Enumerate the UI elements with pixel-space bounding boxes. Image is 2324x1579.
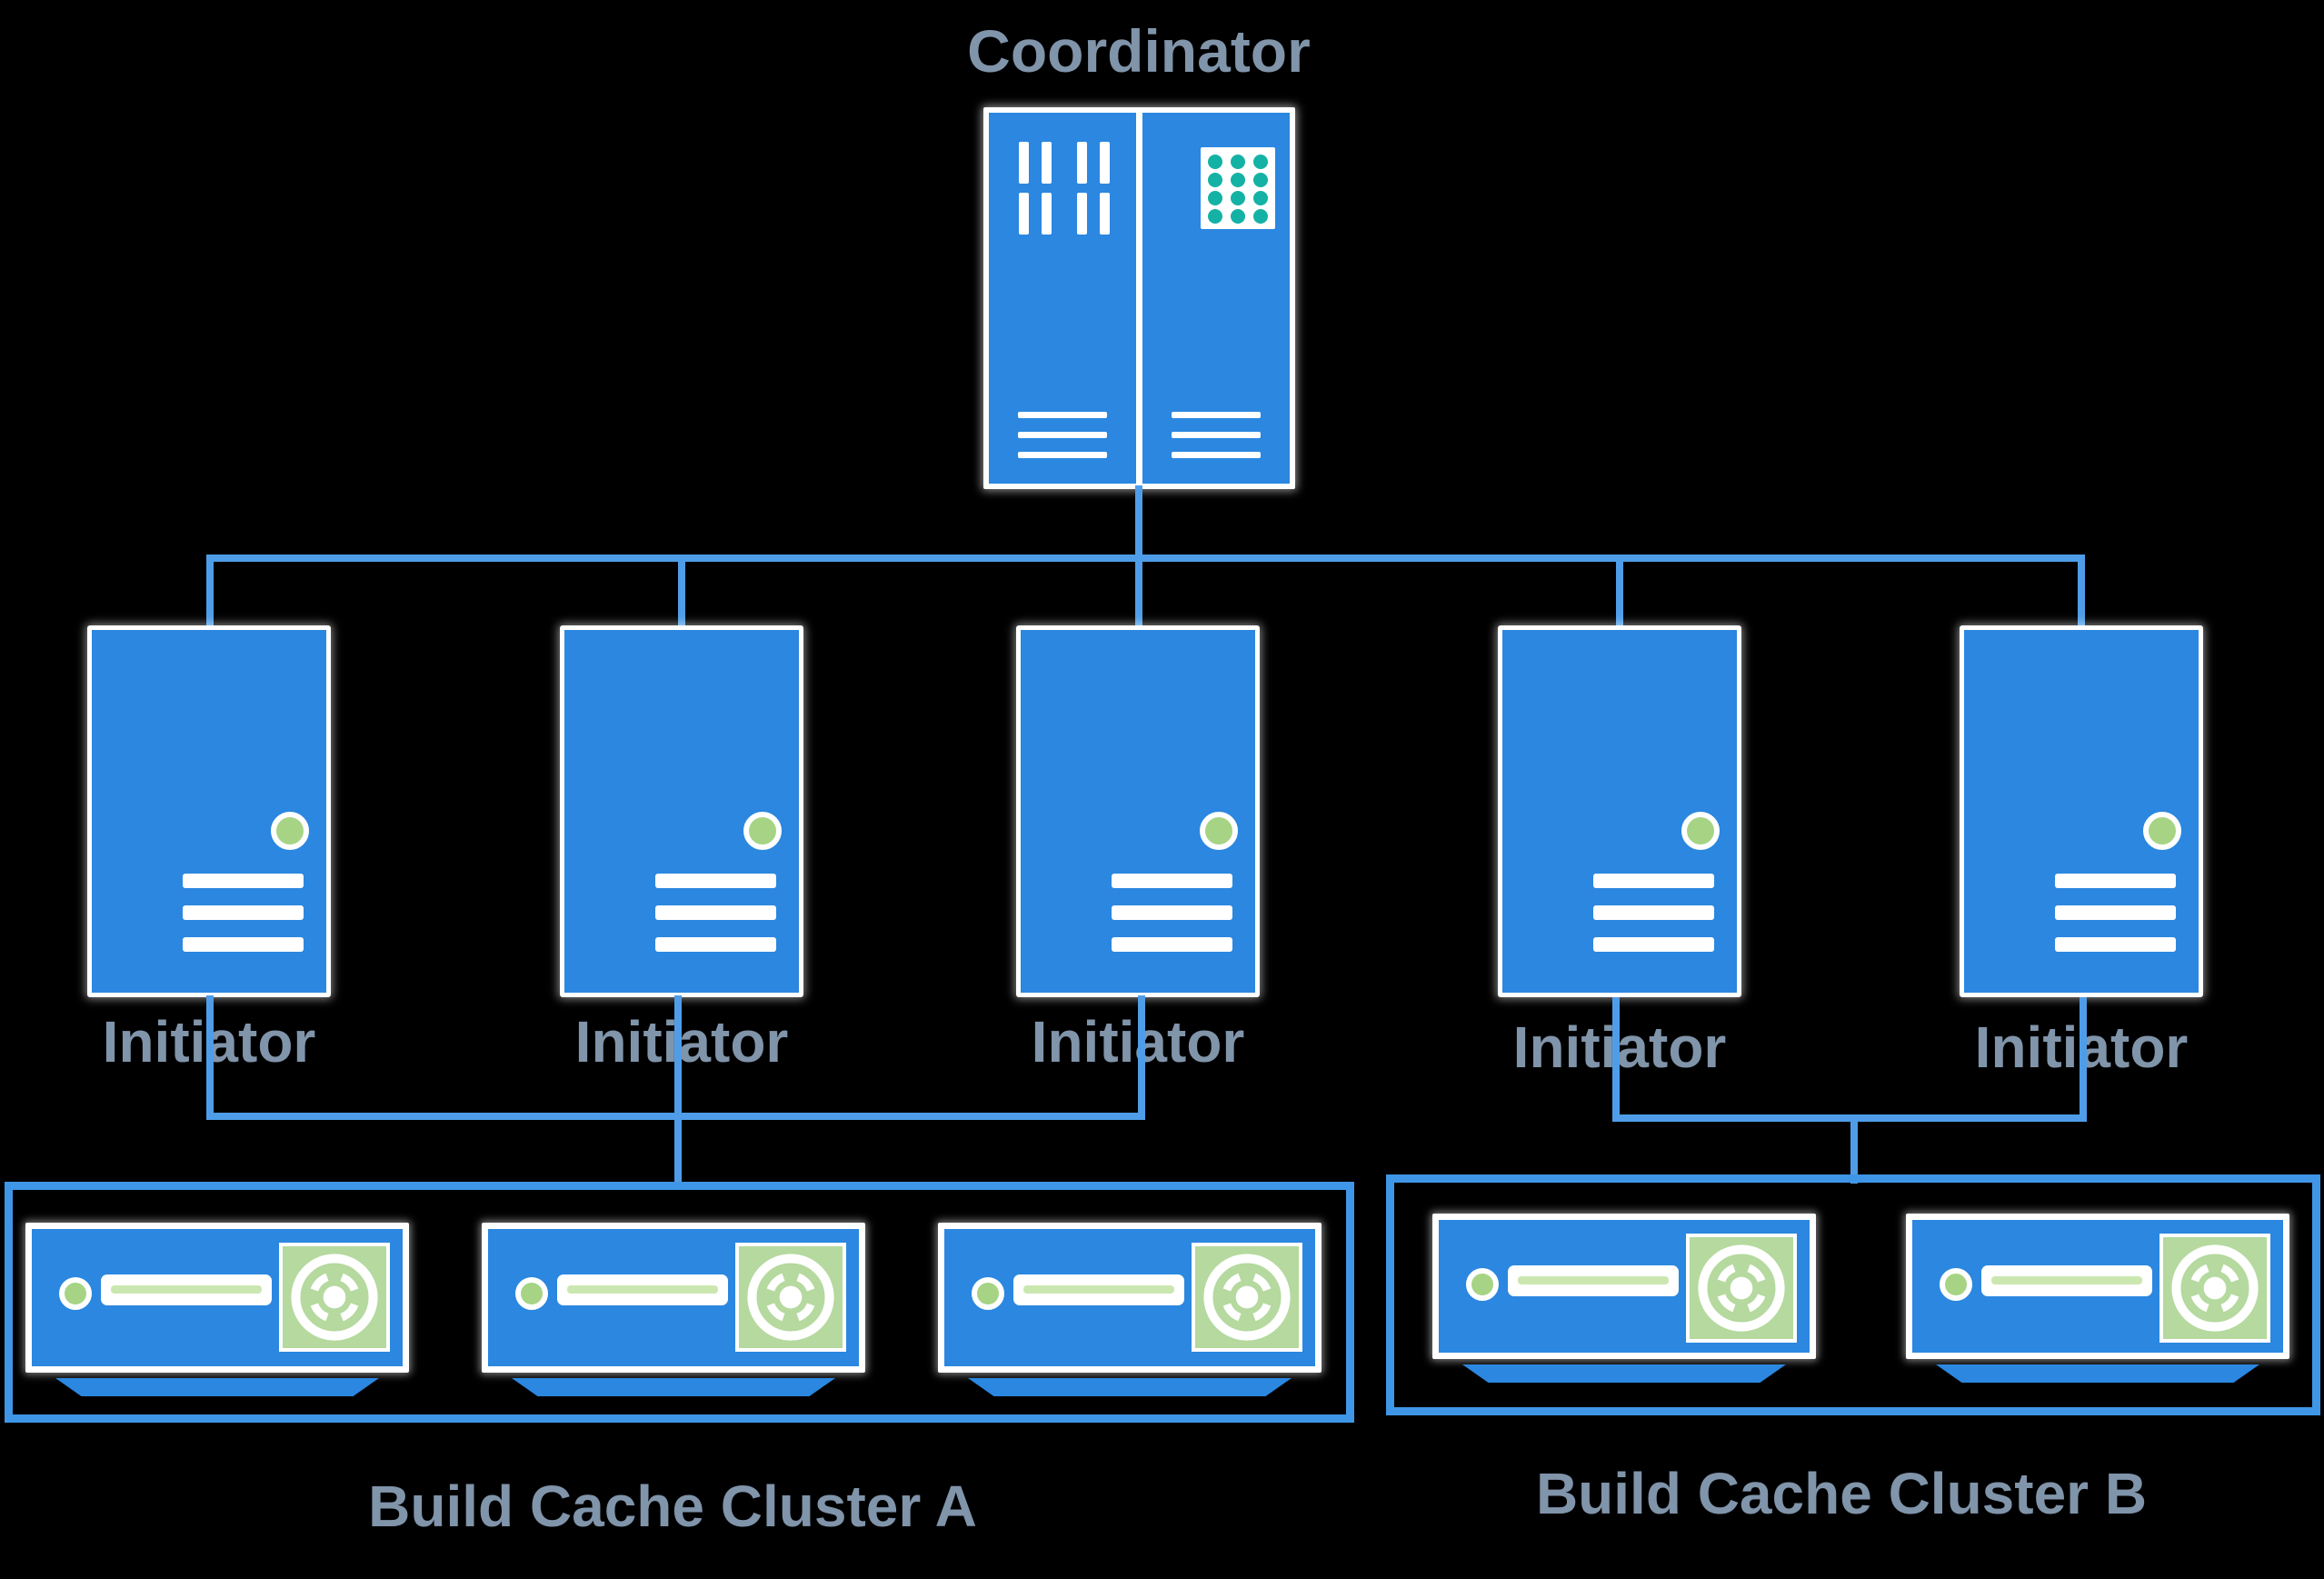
initiator-2-drop-line — [678, 555, 685, 631]
initiator-5-drop-line — [2078, 555, 2085, 631]
device-base — [1936, 1364, 2259, 1383]
tower-vent-lines — [655, 874, 776, 952]
led-icon — [1200, 812, 1238, 850]
vent-slots-icon — [1019, 193, 1110, 235]
drive-slot — [101, 1274, 272, 1305]
cache-appliance-icon — [938, 1223, 1322, 1396]
drive-slot — [1508, 1265, 1679, 1296]
led-icon — [743, 812, 782, 850]
drive-slot — [1981, 1265, 2152, 1296]
server-tower-icon — [1498, 625, 1741, 997]
server-tower-icon — [1016, 625, 1260, 997]
tower-vent-lines — [1593, 874, 1714, 952]
led-icon — [515, 1277, 548, 1310]
cache-appliance-icon — [482, 1223, 865, 1396]
cluster-a-connector-line — [206, 1113, 1145, 1120]
cache-appliance-icon — [1432, 1214, 1816, 1383]
led-icon — [972, 1277, 1004, 1310]
device-base — [512, 1378, 835, 1396]
led-icon — [1681, 812, 1720, 850]
rack-vent-lines — [1172, 412, 1261, 458]
led-icon — [271, 812, 309, 850]
cluster-b-connector-line — [1612, 1114, 2087, 1122]
bus-line — [206, 555, 2081, 562]
initiator-2-label: Initiator — [574, 1009, 789, 1074]
fan-icon — [279, 1243, 390, 1352]
server-tower-icon — [560, 625, 803, 997]
vent-slots-icon — [1019, 142, 1110, 184]
rack-vent-lines — [1018, 412, 1107, 458]
fan-icon — [1192, 1243, 1302, 1352]
server-tower-icon — [87, 625, 331, 997]
fan-icon — [2159, 1234, 2270, 1343]
tower-vent-lines — [2055, 874, 2176, 952]
rack-left-panel — [989, 113, 1136, 484]
led-icon — [1466, 1268, 1499, 1301]
device-base — [968, 1378, 1292, 1396]
cluster-b-drop-line — [1850, 1114, 1858, 1184]
server-rack-icon — [983, 107, 1295, 489]
led-icon — [59, 1277, 92, 1310]
tower-vent-lines — [183, 874, 304, 952]
cache-appliance-icon — [25, 1223, 409, 1396]
cluster-b-box — [1386, 1174, 2320, 1415]
initiator-1-drop-line — [206, 555, 214, 631]
device-base — [1462, 1364, 1786, 1383]
cluster-a-label: Build Cache Cluster A — [368, 1474, 977, 1539]
fan-icon — [735, 1243, 846, 1352]
memory-grid-icon — [1201, 147, 1275, 229]
coordinator-label: Coordinator — [967, 17, 1311, 85]
rack-right-panel — [1142, 113, 1290, 484]
initiator-2-downlink-line — [674, 995, 682, 1188]
drive-slot — [557, 1274, 728, 1305]
fan-icon — [1686, 1234, 1797, 1343]
initiator-4-drop-line — [1616, 555, 1623, 631]
led-icon — [2143, 812, 2181, 850]
initiator-3-downlink-line — [1138, 995, 1145, 1120]
drive-slot — [1013, 1274, 1184, 1305]
cluster-a-box — [5, 1182, 1354, 1423]
cluster-b-label: Build Cache Cluster B — [1535, 1461, 2148, 1526]
device-base — [55, 1378, 379, 1396]
led-icon — [1940, 1268, 1972, 1301]
tower-vent-lines — [1112, 874, 1232, 952]
initiator-4-label: Initiator — [1512, 1014, 1727, 1080]
coordinator-drop-line — [1135, 485, 1142, 558]
cache-appliance-icon — [1906, 1214, 2289, 1383]
server-tower-icon — [1960, 625, 2203, 997]
initiator-5-downlink-line — [2080, 997, 2087, 1122]
initiator-4-downlink-line — [1612, 997, 1620, 1122]
initiator-1-downlink-line — [206, 995, 214, 1120]
initiator-3-drop-line — [1135, 555, 1142, 631]
